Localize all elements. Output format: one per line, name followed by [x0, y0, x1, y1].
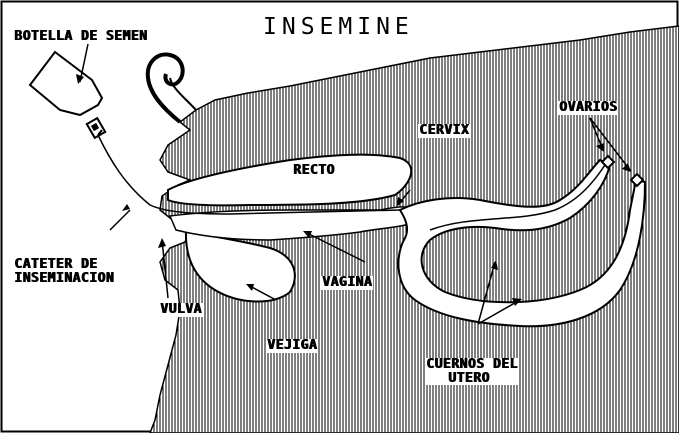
page-title: INSEMINE: [263, 15, 414, 39]
label-cervix: CERVIX: [418, 124, 470, 138]
label-horns-line1: CUERNOS DEL: [426, 358, 518, 372]
tail-curl: [148, 54, 183, 122]
label-vagina: VAGINA: [321, 276, 373, 290]
label-vulva: VULVA: [159, 303, 203, 317]
semen-bottle: [30, 52, 105, 138]
label-ovaries: OVARIOS: [558, 101, 618, 115]
label-catheter-line2: INSEMINACION: [14, 272, 114, 286]
label-rectum: RECTO: [292, 164, 336, 178]
label-catheter-line1: CATETER DE: [14, 258, 114, 272]
label-horns-line2: UTERO: [426, 372, 518, 386]
label-uterine-horns: CUERNOS DEL UTERO: [425, 358, 519, 385]
label-semen-bottle: BOTELLA DE SEMEN: [14, 30, 147, 44]
label-catheter: CATETER DE INSEMINACION: [14, 258, 114, 285]
label-bladder: VEJIGA: [266, 339, 318, 353]
